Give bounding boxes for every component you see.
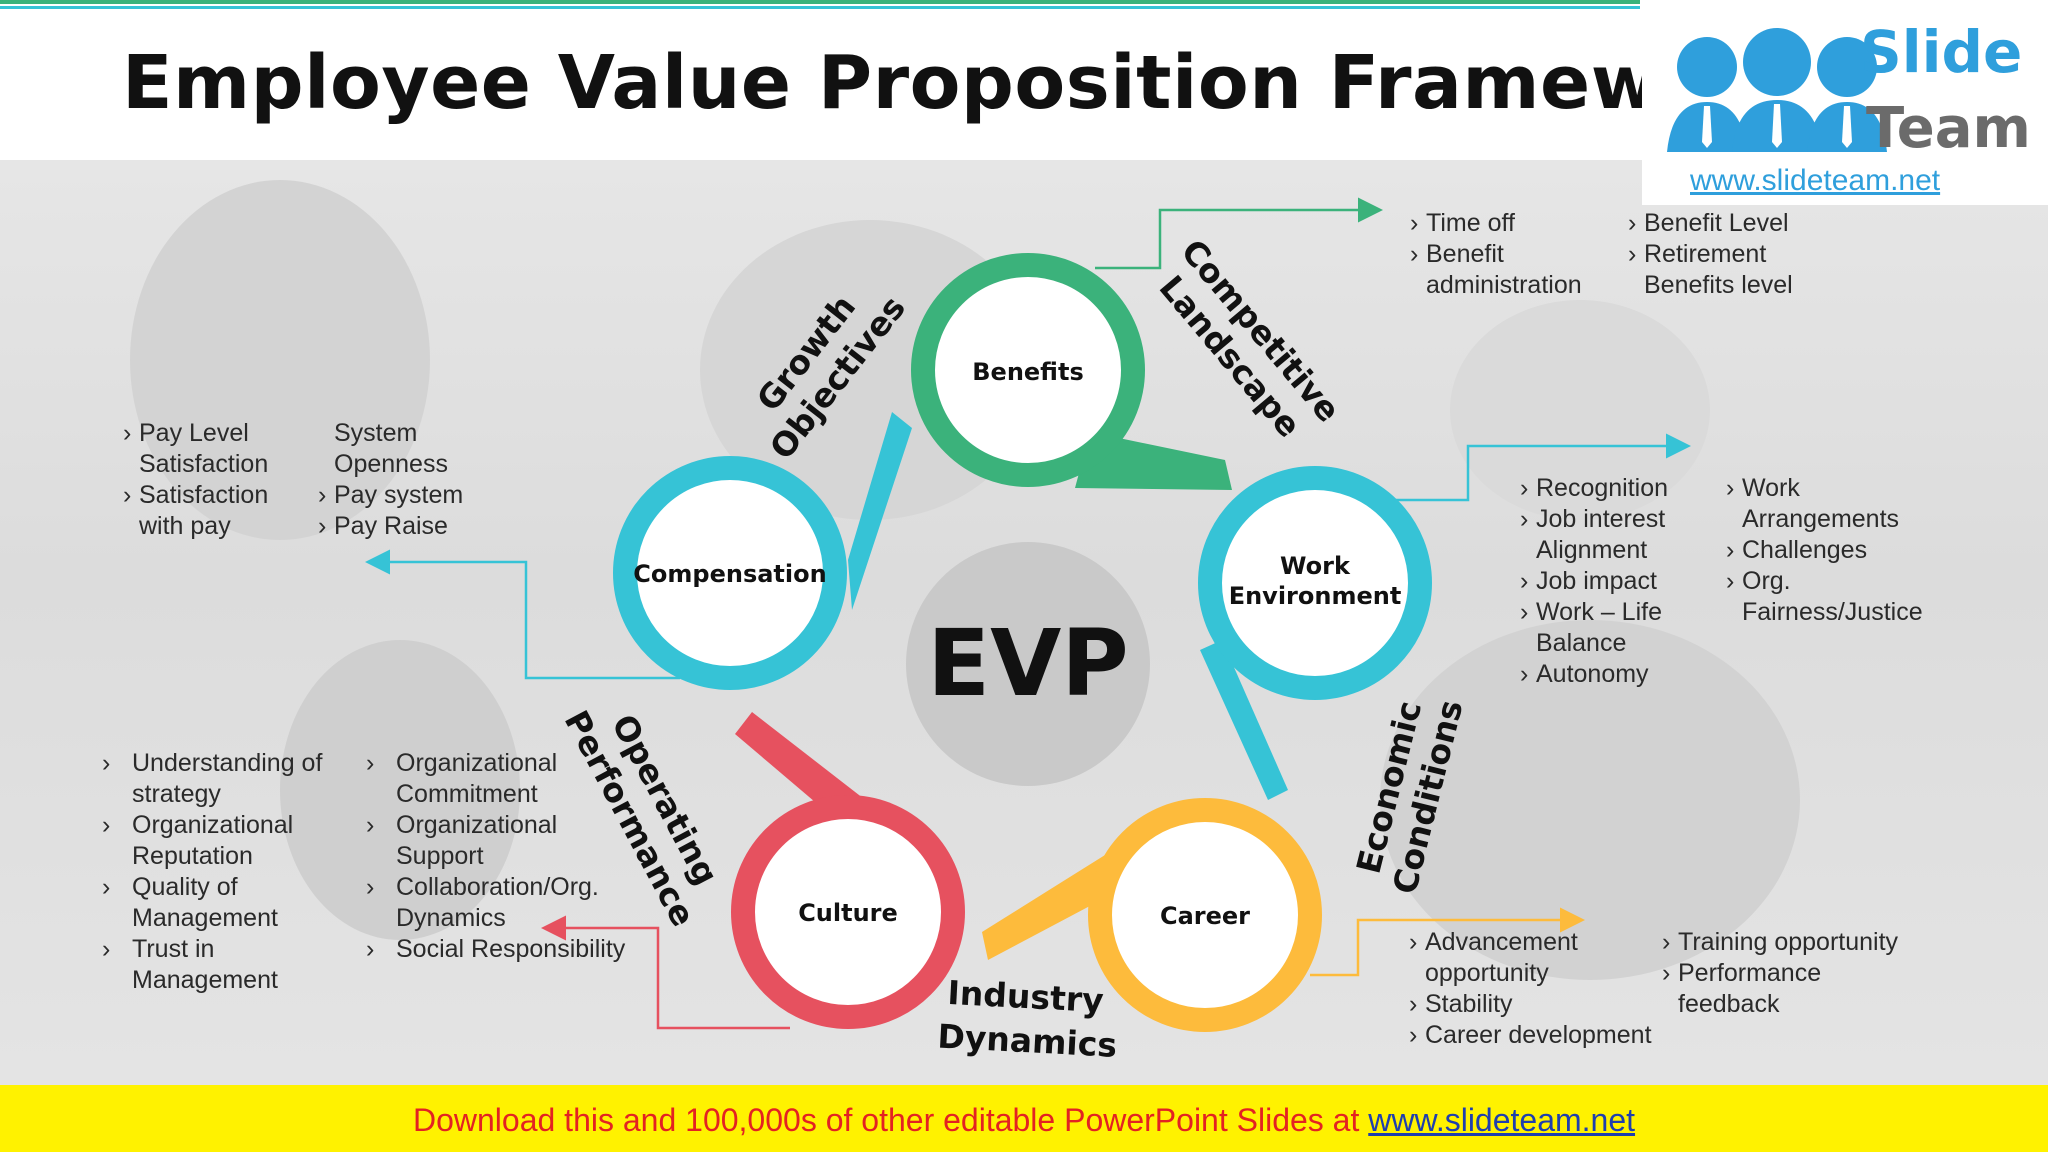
list-item: Openness [334,450,448,478]
work-tail [1200,640,1288,800]
people-icon [1667,28,1887,152]
list-item: Benefit [1410,239,1582,270]
list-item: Retirement [1628,239,1793,270]
list-item: Management [132,904,278,932]
list-item: Organizational [102,810,322,841]
list-item: opportunity [1425,959,1549,987]
evp-center [906,542,1150,786]
list-item: Satisfaction [123,480,268,511]
career-tail [982,855,1120,960]
list-item: with pay [139,512,231,540]
benefits-ring [911,253,1145,487]
list-item: Autonomy [1520,659,1668,690]
factor-industry-dynamics: Industry Dynamics [937,973,1118,1065]
list-item: strategy [132,780,221,808]
list-item: Recognition [1520,473,1668,504]
list-item: Work [1726,473,1923,504]
factor-competitive-landscape: Competitive Landscape [1152,232,1349,445]
career-connector [1310,907,1585,977]
culture-ring [731,795,965,1029]
list-item: Balance [1536,629,1627,657]
compensation-list-a: Pay Level Satisfaction Satisfaction with… [123,418,268,542]
compensation-tail [848,412,912,610]
career-list-b: Training opportunity Performance feedbac… [1662,927,1898,1020]
top-stripe-green [0,0,1640,4]
list-item: Challenges [1726,535,1923,566]
culture-list-b: Organizational Commitment Organizational… [366,748,625,965]
page-title: Employee Value Proposition Framework [122,40,1798,126]
list-item: Understanding of [102,748,322,779]
list-item: Career development [1409,1020,1652,1051]
culture-connector [541,915,790,1030]
compensation-ring [613,456,847,690]
career-label: Career [1160,902,1250,930]
work-label-line1: Work [1280,552,1351,580]
benefits-list-a: Time off Benefit administration [1410,208,1582,301]
footer-link[interactable]: www.slideteam.net [1368,1102,1636,1138]
culture-list-a: Understanding of strategy Organizational… [102,748,322,996]
factor-industry-line2: Dynamics [937,1016,1118,1064]
logo-word-slide: Slide [1860,18,2023,86]
list-item: Arrangements [1742,505,1900,533]
list-item: Training opportunity [1662,927,1898,958]
work-list-b: Work Arrangements Challenges Org. Fairne… [1726,473,1923,628]
list-item: Pay Level [123,418,268,449]
logo: Slide Team www.slideteam.net [1642,0,2048,205]
list-item: Organizational [366,748,625,779]
list-item: Time off [1410,208,1582,239]
work-label-line2: Environment [1229,582,1402,610]
compensation-label: Compensation [633,560,826,588]
list-item: Stability [1409,989,1652,1020]
evp-label: EVP [927,610,1128,717]
logo-word-team: Team [1866,96,2031,161]
list-item: Commitment [396,780,538,808]
list-item: Reputation [132,842,253,870]
list-item: Social Responsibility [366,934,625,965]
factor-economic-conditions: Economic Conditions [1349,696,1471,898]
list-item: Org. [1726,566,1923,597]
list-item: Performance [1662,958,1898,989]
list-item: Job impact [1520,566,1668,597]
footer-text: Download this and 100,000s of other edit… [0,1102,2048,1139]
list-item: Quality of [102,872,322,903]
list-item: Advancement [1409,927,1652,958]
benefits-list-b: Benefit Level Retirement Benefits level [1628,208,1793,301]
list-item: Benefits level [1644,271,1793,299]
list-item: Management [132,966,278,994]
list-item: Collaboration/Org. [366,872,625,903]
list-item: administration [1426,271,1582,299]
list-item: Organizational [366,810,625,841]
compensation-list-b: System Openness Pay system Pay Raise [318,418,463,542]
culture-label: Culture [798,899,898,927]
list-item: Pay Raise [318,511,463,542]
logo-url[interactable]: www.slideteam.net [1690,164,1941,197]
compensation-connector [365,549,680,680]
list-item: Pay system [318,480,463,511]
list-item: Satisfaction [139,450,269,478]
list-item: Alignment [1536,536,1648,564]
work-connector [1360,433,1691,502]
work-ring [1198,466,1432,700]
list-item: Dynamics [396,904,506,932]
factor-industry-line1: Industry [947,973,1105,1020]
career-list-a: Advancement opportunity Stability Career… [1409,927,1652,1051]
top-stripe-teal [0,6,1640,9]
list-item: Trust in [102,934,322,965]
benefits-connector [1095,197,1383,270]
career-ring [1088,798,1322,1032]
list-item: feedback [1678,990,1780,1018]
benefits-label: Benefits [972,358,1083,386]
footer-message: Download this and 100,000s of other edit… [412,1102,1369,1138]
list-item: System [334,419,418,447]
footer-bar [0,1085,2048,1152]
list-item: Fairness/Justice [1742,598,1923,626]
work-list-a: Recognition Job interest Alignment Job i… [1520,473,1668,690]
list-item: Job interest [1520,504,1668,535]
list-item: Benefit Level [1628,208,1793,239]
list-item: Support [396,842,484,870]
list-item: Work – Life [1520,597,1668,628]
